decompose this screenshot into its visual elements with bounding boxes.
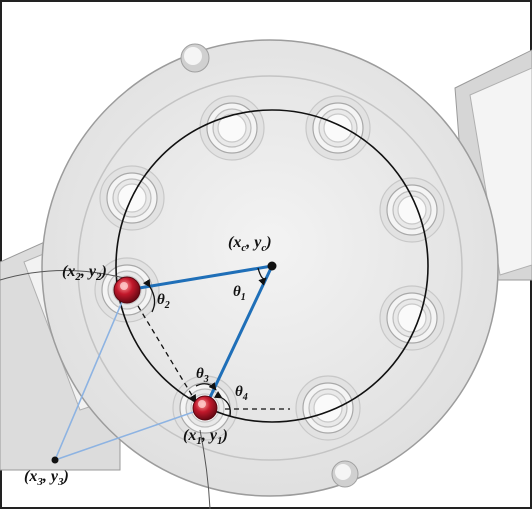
mounting-pod <box>379 177 445 243</box>
mounting-pod <box>99 165 165 231</box>
label-p3: (x3, y3) <box>24 468 69 488</box>
dashed-arrow-p2-p1 <box>137 305 197 403</box>
line-p3-p2 <box>54 289 128 461</box>
mounting-pod <box>199 95 265 161</box>
label-theta4: θ4 <box>235 384 248 403</box>
guide-curve-bottom <box>199 429 211 509</box>
red-marker-p1 <box>192 395 218 421</box>
reference-circle <box>115 109 429 423</box>
arc-theta3 <box>195 382 217 391</box>
label-theta3: θ3 <box>196 366 209 385</box>
label-p2: (x2, y2) <box>62 263 107 283</box>
mounting-pod <box>305 95 371 161</box>
arc-theta4 <box>213 391 231 417</box>
line-center-p2 <box>126 264 273 292</box>
arc-theta1 <box>257 267 267 286</box>
label-center: (xc, yc) <box>228 234 272 254</box>
mounting-pod <box>379 285 445 351</box>
mounting-pod <box>295 375 361 441</box>
label-p1: (x1, y1) <box>183 427 228 447</box>
label-theta1: θ1 <box>233 284 246 303</box>
screw-hole-bottom <box>331 460 359 488</box>
point-p3 <box>51 456 59 464</box>
line-p3-p1 <box>54 407 206 461</box>
guide-curve-left <box>0 270 125 281</box>
screw-hole-top <box>180 43 210 73</box>
plate-inner-ring <box>77 75 463 461</box>
label-theta2: θ2 <box>157 292 170 311</box>
red-marker-p2 <box>113 276 141 304</box>
arc-theta2 <box>143 278 156 313</box>
center-point <box>267 261 277 271</box>
